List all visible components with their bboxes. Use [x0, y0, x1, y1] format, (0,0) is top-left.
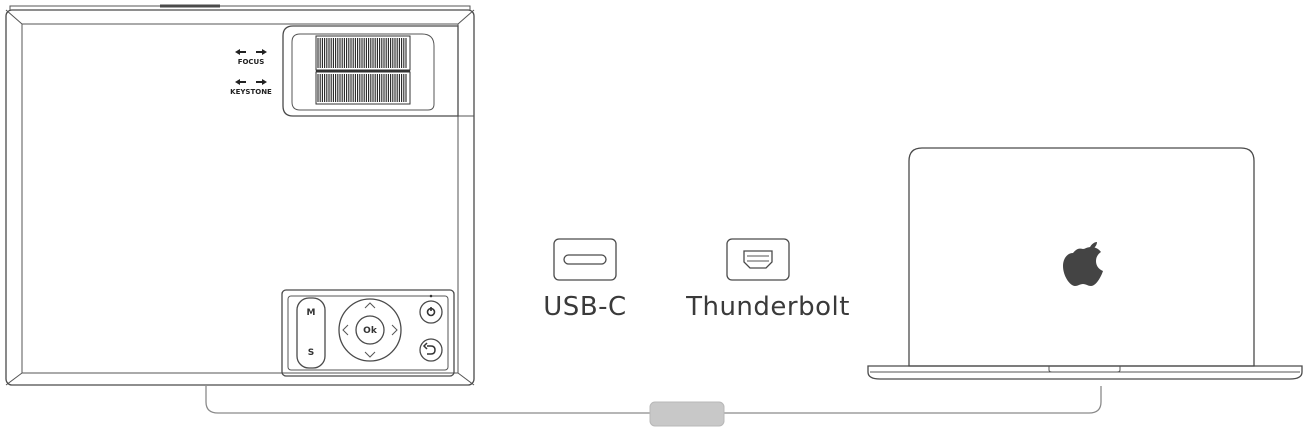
laptop	[867, 147, 1303, 380]
menu-button[interactable]: M	[307, 308, 316, 318]
focus-indicator: FOCUS	[235, 49, 267, 66]
right-arrow-icon	[391, 324, 398, 336]
keystone-dial[interactable]	[315, 71, 411, 105]
keystone-label: KEYSTONE	[230, 88, 272, 96]
ok-button[interactable]: Ok	[355, 315, 385, 345]
up-arrow-icon	[364, 302, 376, 309]
left-arrow-icon	[342, 324, 349, 336]
left-arrow-icon	[235, 79, 246, 85]
usb-c-port: USB-C	[543, 238, 626, 322]
projector: FOCUS KEYSTONE	[5, 4, 475, 386]
source-button[interactable]: S	[308, 348, 314, 358]
svg-text:M: M	[307, 308, 316, 318]
right-arrow-icon	[256, 79, 267, 85]
focus-label: FOCUS	[238, 58, 265, 66]
cable-adapter	[649, 401, 725, 427]
svg-text:S: S	[308, 348, 314, 358]
apple-logo-icon	[1063, 242, 1103, 286]
cable	[205, 386, 1102, 427]
power-button[interactable]	[419, 294, 443, 324]
svg-text:Ok: Ok	[363, 326, 378, 336]
power-led	[429, 294, 433, 298]
right-arrow-icon	[256, 49, 267, 55]
usb-c-port-icon	[553, 238, 617, 281]
left-arrow-icon	[235, 49, 246, 55]
thunderbolt-port: Thunderbolt	[685, 238, 850, 322]
usb-c-label: USB-C	[543, 292, 626, 322]
thunderbolt-label: Thunderbolt	[685, 292, 850, 322]
back-icon	[427, 345, 436, 355]
focus-dial[interactable]	[315, 35, 411, 71]
navigation-pad[interactable]	[338, 298, 402, 362]
lens-window	[282, 25, 459, 117]
keystone-indicator: KEYSTONE	[230, 79, 272, 96]
back-button[interactable]	[419, 338, 443, 362]
control-panel: M S Ok	[281, 289, 455, 377]
down-arrow-icon	[364, 351, 376, 358]
thunderbolt-port-icon	[726, 238, 790, 281]
